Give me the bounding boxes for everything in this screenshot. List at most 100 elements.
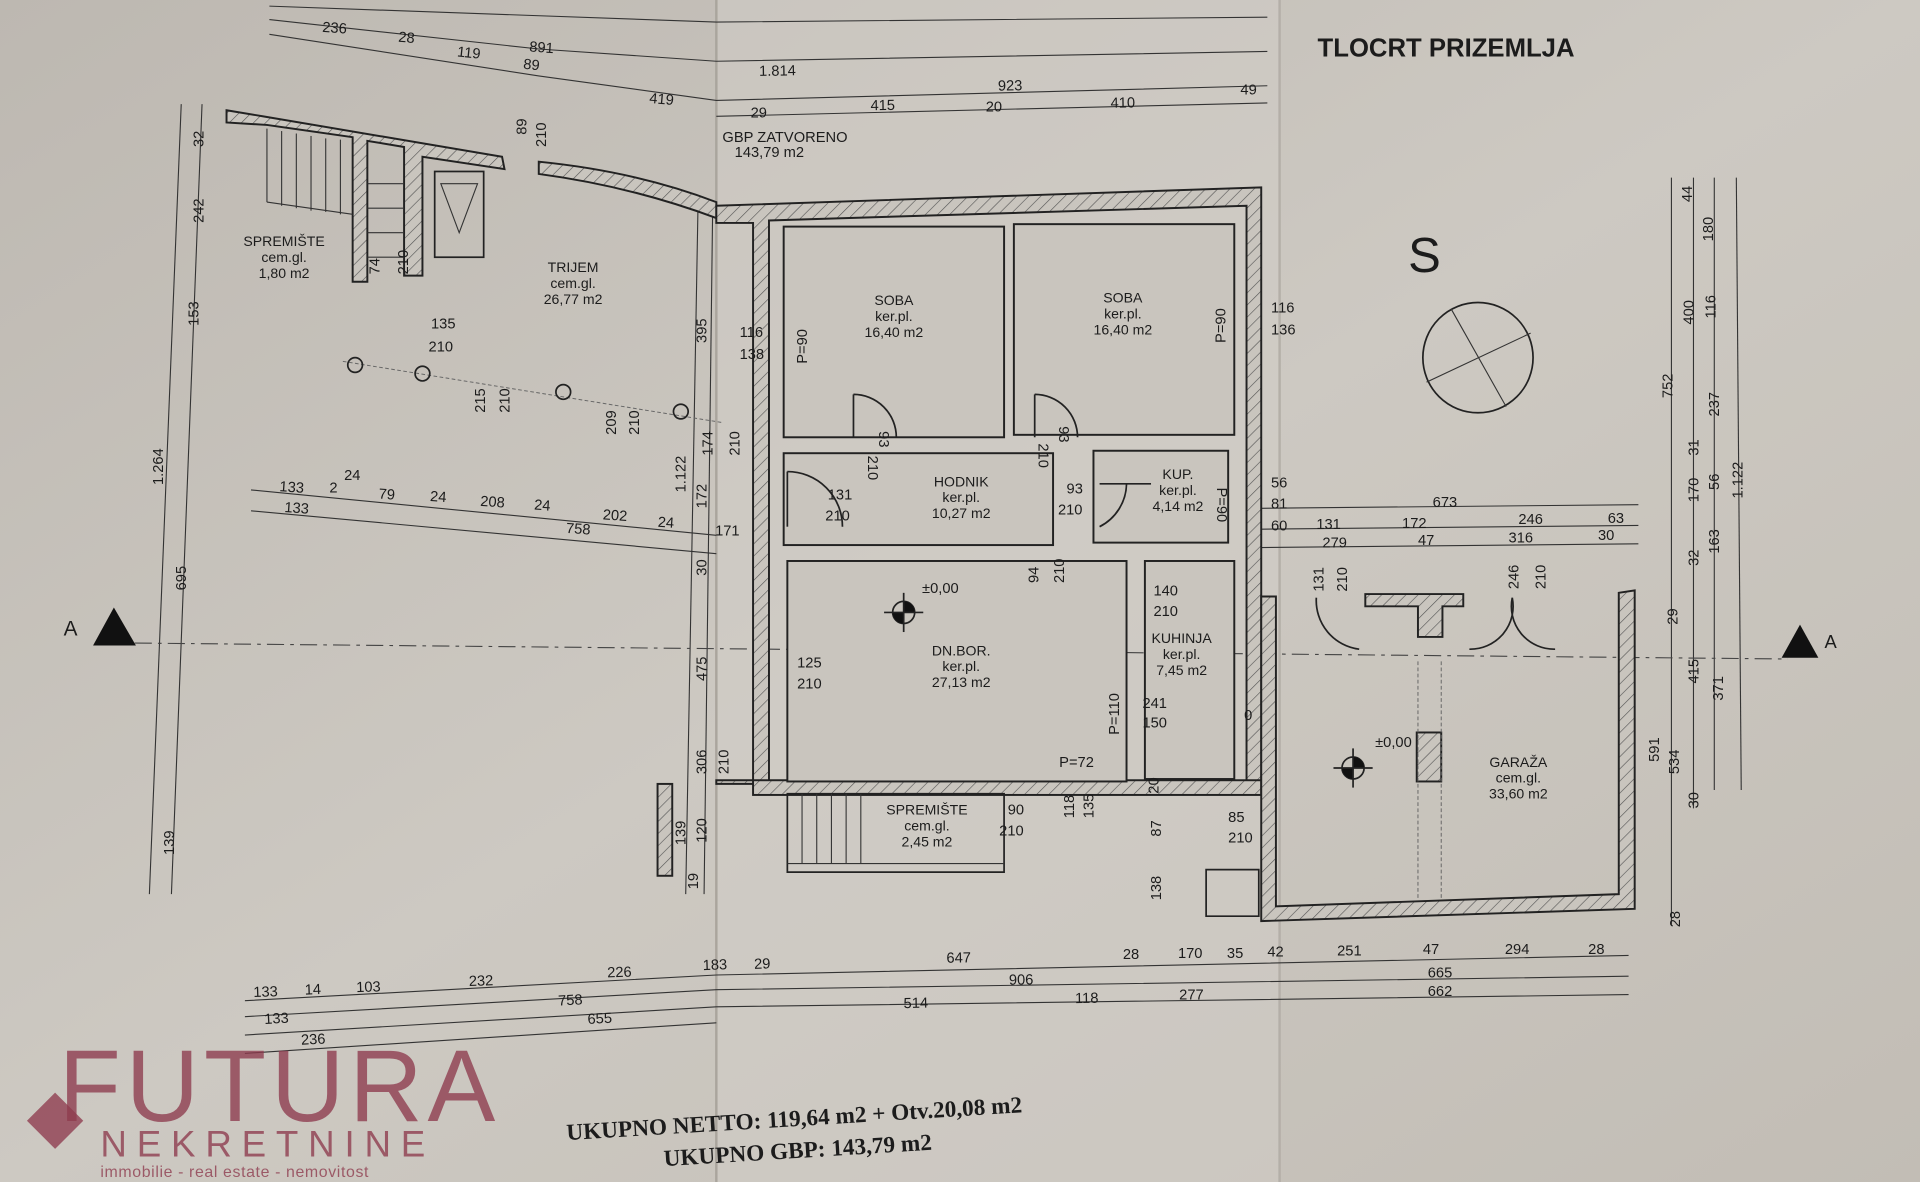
dimension-label: 236 [322, 20, 348, 38]
dimension-label: 30 [695, 559, 711, 575]
staircase-bottom [656, 782, 1005, 877]
dimension-label: 210 [825, 509, 850, 525]
dimension-label: 153 [186, 301, 202, 326]
dimension-label: P=72 [1059, 755, 1094, 771]
dimension-label: 647 [946, 950, 971, 966]
dimension-label: 1.264 [151, 448, 167, 485]
dimension-label: 415 [870, 98, 895, 114]
dimension-label: 215 [473, 388, 489, 413]
dimension-label: 662 [1428, 984, 1453, 1000]
dimension-label: 210 [497, 388, 513, 413]
dimension-label: 316 [1509, 531, 1534, 547]
room-floor: ker.pl. [942, 489, 980, 505]
dimension-label: 47 [1418, 533, 1434, 549]
dimension-label: 135 [431, 316, 456, 332]
dimension-label: 210 [429, 340, 454, 356]
dimension-label: 210 [1228, 831, 1253, 847]
dimension-label: 923 [998, 78, 1023, 94]
dimension-label: P=110 [1107, 693, 1123, 735]
dimension-label: 116 [740, 325, 763, 341]
section-label-right: A [1824, 631, 1837, 652]
dimension-label: 28 [398, 30, 416, 47]
staircase-top-left [225, 109, 506, 283]
level-label: ±0,00 [922, 581, 959, 597]
dimension-label: 131 [1312, 567, 1328, 592]
garage-column [1415, 731, 1443, 783]
dimension-label: 120 [695, 818, 711, 843]
dimension-label: 24 [657, 515, 674, 532]
room-area: 10,27 m2 [932, 505, 991, 521]
dimension-label: 210 [1153, 604, 1178, 620]
room-area: 2,45 m2 [902, 833, 953, 849]
dimension-label: 371 [1711, 676, 1727, 701]
watermark-tagline: immobilie - real estate - nemovitost [100, 1164, 369, 1181]
dimension-label: 242 [191, 198, 207, 223]
dimension-label: 695 [174, 566, 190, 591]
dimension-label: P=90 [1214, 308, 1230, 343]
dimension-label: 210 [627, 410, 643, 435]
dimension-label: 138 [1149, 876, 1165, 901]
dimension-label: 136 [1271, 322, 1296, 338]
dimension-label: 891 [529, 39, 555, 57]
room-kupaonica [1092, 449, 1230, 544]
dimension-label: 236 [301, 1032, 326, 1049]
dimension-label: 116 [1271, 300, 1294, 316]
dimension-label: 89 [522, 57, 540, 75]
dimension-label: 150 [1142, 716, 1167, 732]
room-name: SPREMIŠTE [243, 233, 324, 249]
room-name: TRIJEM [548, 259, 599, 275]
dimension-label: 125 [797, 656, 822, 672]
level-label: ±0,00 [1375, 735, 1412, 751]
dimension-label: 475 [695, 657, 711, 682]
room-area: 33,60 m2 [1489, 786, 1548, 802]
dimension-label: 1.814 [759, 63, 796, 80]
dimension-label: 210 [1335, 567, 1351, 592]
dimension-label: 89 [515, 118, 531, 134]
dimension-label: 180 [1701, 217, 1717, 242]
dimension-label: 29 [1666, 608, 1682, 624]
north-label: S [1408, 229, 1441, 283]
dimension-label: 237 [1707, 392, 1723, 417]
dimension-label: 35 [1227, 946, 1243, 962]
dimension-label: 20 [986, 99, 1002, 115]
dimension-label: 81 [1271, 496, 1287, 512]
dimension-label: 241 [1142, 696, 1167, 712]
terrace-column-axis [342, 360, 723, 424]
dimension-label: 139 [162, 830, 178, 855]
dimension-label: 202 [602, 507, 628, 525]
dimension-label: 251 [1337, 943, 1362, 959]
dimension-label: 758 [565, 521, 591, 539]
garage-beam [1417, 661, 1442, 901]
doors [786, 393, 1556, 651]
dimension-label: 246 [1518, 512, 1543, 528]
room-floor: ker.pl. [1159, 482, 1197, 498]
dimension-label: 32 [1686, 550, 1702, 566]
dimension-label: 277 [1179, 987, 1204, 1003]
room-floor: cem.gl. [1496, 770, 1541, 786]
dimension-label: 591 [1647, 737, 1663, 762]
room-name: HODNIK [934, 473, 989, 489]
dimension-label: P=90 [795, 329, 811, 364]
room-floor: ker.pl. [942, 658, 980, 674]
dimension-label: 2 [329, 480, 337, 496]
dimension-label: 131 [828, 488, 853, 504]
dimension-label: 30 [1686, 792, 1702, 808]
dimension-label: 93 [1055, 426, 1071, 442]
dimension-label: P=90 [1213, 487, 1229, 522]
watermark-sub: NEKRETNINE [100, 1123, 435, 1164]
dimension-label: 415 [1686, 659, 1702, 684]
dimension-label: 752 [1661, 374, 1677, 399]
room-name: SOBA [874, 292, 914, 308]
dimension-label: 56 [1707, 474, 1723, 490]
room-hodnik [782, 452, 1055, 547]
dimension-label: 87 [1149, 820, 1165, 836]
dimension-label: 210 [1052, 559, 1068, 584]
dimension-label: 419 [649, 91, 675, 109]
dimension-label: 24 [430, 489, 447, 506]
dimension-label: 85 [1228, 810, 1244, 826]
dimension-label: 28 [1668, 911, 1684, 927]
room-name: KUP. [1162, 466, 1193, 482]
dimension-label: 42 [1267, 945, 1283, 961]
dimension-label: 94 [1026, 567, 1042, 583]
